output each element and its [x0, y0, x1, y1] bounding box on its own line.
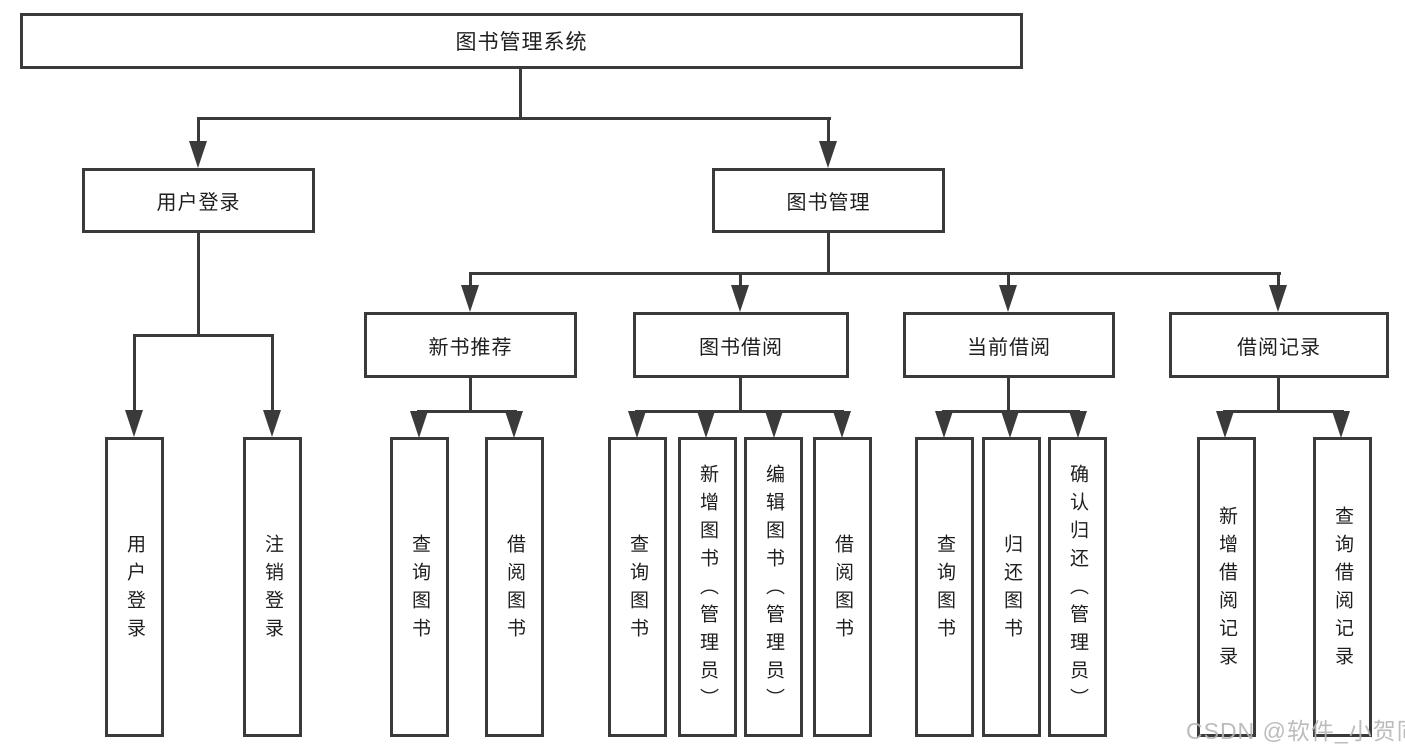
- node-current-borrow: 当前借阅: [903, 312, 1115, 378]
- arrowhead-icon: [765, 411, 783, 438]
- node-label: 当前借阅: [967, 336, 1051, 359]
- node-label: 新书推荐: [428, 336, 513, 359]
- leaf-query-books-current: 查询图书: [915, 437, 974, 737]
- leaf-edit-books-admin: 编辑图书（管理员）: [744, 437, 803, 737]
- node-label: 借阅图书: [504, 534, 525, 646]
- connector-line: [469, 272, 472, 286]
- leaf-borrow-books-recommend: 借阅图书: [485, 437, 544, 737]
- arrowhead-icon: [1001, 411, 1019, 438]
- node-book-borrow: 图书借阅: [633, 312, 849, 378]
- node-label: 归还图书: [1001, 534, 1022, 646]
- connector-line: [1277, 272, 1280, 286]
- node-label: 借阅记录: [1237, 336, 1321, 359]
- connector-line: [469, 272, 1281, 275]
- leaf-query-books-borrow: 查询图书: [608, 437, 667, 737]
- arrowhead-icon: [1069, 411, 1087, 438]
- connector-line: [827, 233, 830, 274]
- node-label: 用户登录: [156, 192, 241, 214]
- node-label: 查询图书: [934, 534, 955, 646]
- arrowhead-icon: [1216, 411, 1234, 438]
- connector-line: [271, 334, 274, 410]
- connector-line: [133, 334, 136, 410]
- node-borrow-records: 借阅记录: [1169, 312, 1389, 378]
- node-user-login: 用户登录: [82, 168, 315, 233]
- leaf-logout: 注销登录: [243, 437, 302, 737]
- arrowhead-icon: [1269, 285, 1287, 312]
- arrowhead-icon: [935, 411, 953, 438]
- arrowhead-icon: [263, 410, 281, 437]
- connector-line: [827, 117, 830, 143]
- node-label: 确认归还（管理员）: [1067, 464, 1088, 716]
- connector-line: [197, 233, 200, 336]
- arrowhead-icon: [505, 411, 523, 438]
- leaf-return-books: 归还图书: [982, 437, 1041, 737]
- connector-line: [417, 410, 517, 413]
- arrowhead-icon: [189, 141, 207, 168]
- leaf-query-borrow-record: 查询借阅记录: [1313, 437, 1372, 737]
- connector-line: [519, 68, 522, 118]
- leaf-add-books-admin: 新增图书（管理员）: [678, 437, 737, 737]
- connector-line: [469, 377, 472, 413]
- leaf-query-books-recommend: 查询图书: [390, 437, 449, 737]
- node-label: 借阅图书: [832, 534, 853, 646]
- arrowhead-icon: [628, 411, 646, 438]
- node-label: 用户登录: [124, 534, 145, 646]
- arrowhead-icon: [125, 410, 143, 437]
- arrowhead-icon: [1332, 411, 1350, 438]
- leaf-borrow-books: 借阅图书: [813, 437, 872, 737]
- arrowhead-icon: [697, 411, 715, 438]
- leaf-add-borrow-record: 新增借阅记录: [1197, 437, 1256, 737]
- node-label: 新增图书（管理员）: [697, 464, 718, 716]
- node-new-book-recommend: 新书推荐: [364, 312, 577, 378]
- connector-line: [133, 334, 274, 337]
- arrowhead-icon: [410, 411, 428, 438]
- arrowhead-icon: [833, 411, 851, 438]
- connector-line: [197, 117, 200, 143]
- node-label: 注销登录: [262, 534, 283, 646]
- arrowhead-icon: [461, 285, 479, 312]
- node-label: 新增借阅记录: [1216, 506, 1237, 674]
- node-label: 编辑图书（管理员）: [763, 464, 784, 716]
- csdn-watermark: CSDN @软件_小贺同学: [1186, 718, 1405, 744]
- connector-line: [197, 117, 831, 120]
- leaf-confirm-return-admin: 确认归还（管理员）: [1048, 437, 1107, 737]
- node-book-management: 图书管理: [712, 168, 945, 233]
- connector-line: [1277, 377, 1280, 413]
- arrowhead-icon: [731, 285, 749, 312]
- connector-line: [739, 272, 742, 286]
- connector-line: [739, 377, 742, 413]
- arrowhead-icon: [819, 141, 837, 168]
- node-label: 图书借阅: [699, 336, 783, 359]
- connector-line: [635, 410, 844, 413]
- node-label: 查询图书: [627, 534, 648, 646]
- leaf-user-login: 用户登录: [105, 437, 164, 737]
- node-library-management-system: 图书管理系统: [20, 13, 1023, 69]
- node-label: 查询借阅记录: [1332, 506, 1353, 674]
- connector-line: [1007, 377, 1010, 413]
- connector-line: [1007, 272, 1010, 286]
- connector-line: [1223, 410, 1344, 413]
- node-label: 查询图书: [409, 534, 430, 646]
- node-label: 图书管理系统: [455, 31, 588, 54]
- node-label: 图书管理: [786, 192, 871, 214]
- arrowhead-icon: [999, 285, 1017, 312]
